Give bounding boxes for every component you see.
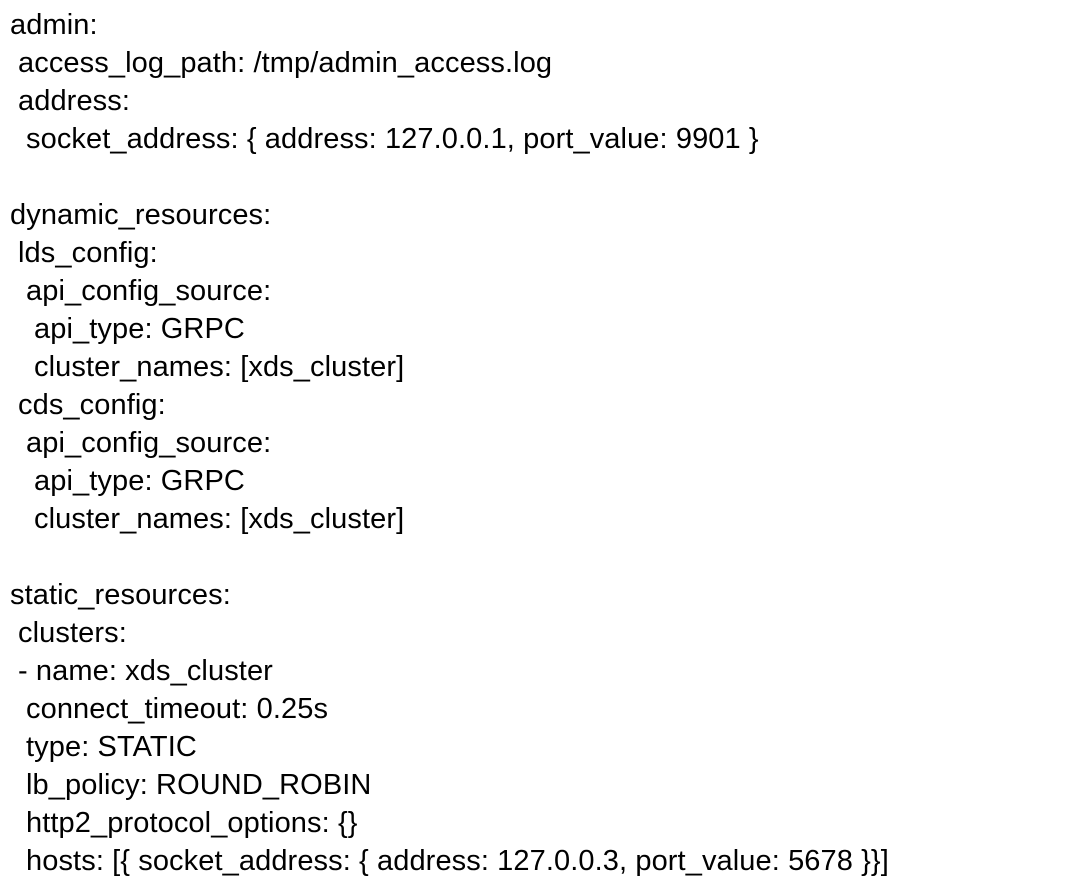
blank-line [10, 538, 1080, 576]
config-line: connect_timeout: 0.25s [26, 693, 329, 725]
config-line: lds_config: [18, 237, 158, 269]
config-line: address: [18, 85, 131, 117]
config-line: dynamic_resources: [10, 199, 272, 231]
config-line: api_type: GRPC [34, 313, 245, 345]
config-line: - name: xds_cluster [18, 655, 273, 687]
config-line: lb_policy: ROUND_ROBIN [26, 769, 372, 801]
config-line: api_config_source: [26, 427, 272, 459]
config-line: socket_address: { address: 127.0.0.1, po… [26, 123, 759, 155]
config-line: cluster_names: [xds_cluster] [34, 351, 405, 383]
config-line: cds_config: [18, 389, 166, 421]
blank-line [10, 158, 1080, 196]
config-line: clusters: [18, 617, 127, 649]
config-line: cluster_names: [xds_cluster] [34, 503, 405, 535]
config-line: static_resources: [10, 579, 231, 611]
config-line: hosts: [{ socket_address: { address: 127… [26, 845, 889, 877]
config-line: api_config_source: [26, 275, 272, 307]
config-line: type: STATIC [26, 731, 197, 763]
config-line: access_log_path: /tmp/admin_access.log [18, 47, 553, 79]
config-line: admin: [10, 9, 98, 41]
config-line: api_type: GRPC [34, 465, 245, 497]
config-line: http2_protocol_options: {} [26, 807, 358, 839]
